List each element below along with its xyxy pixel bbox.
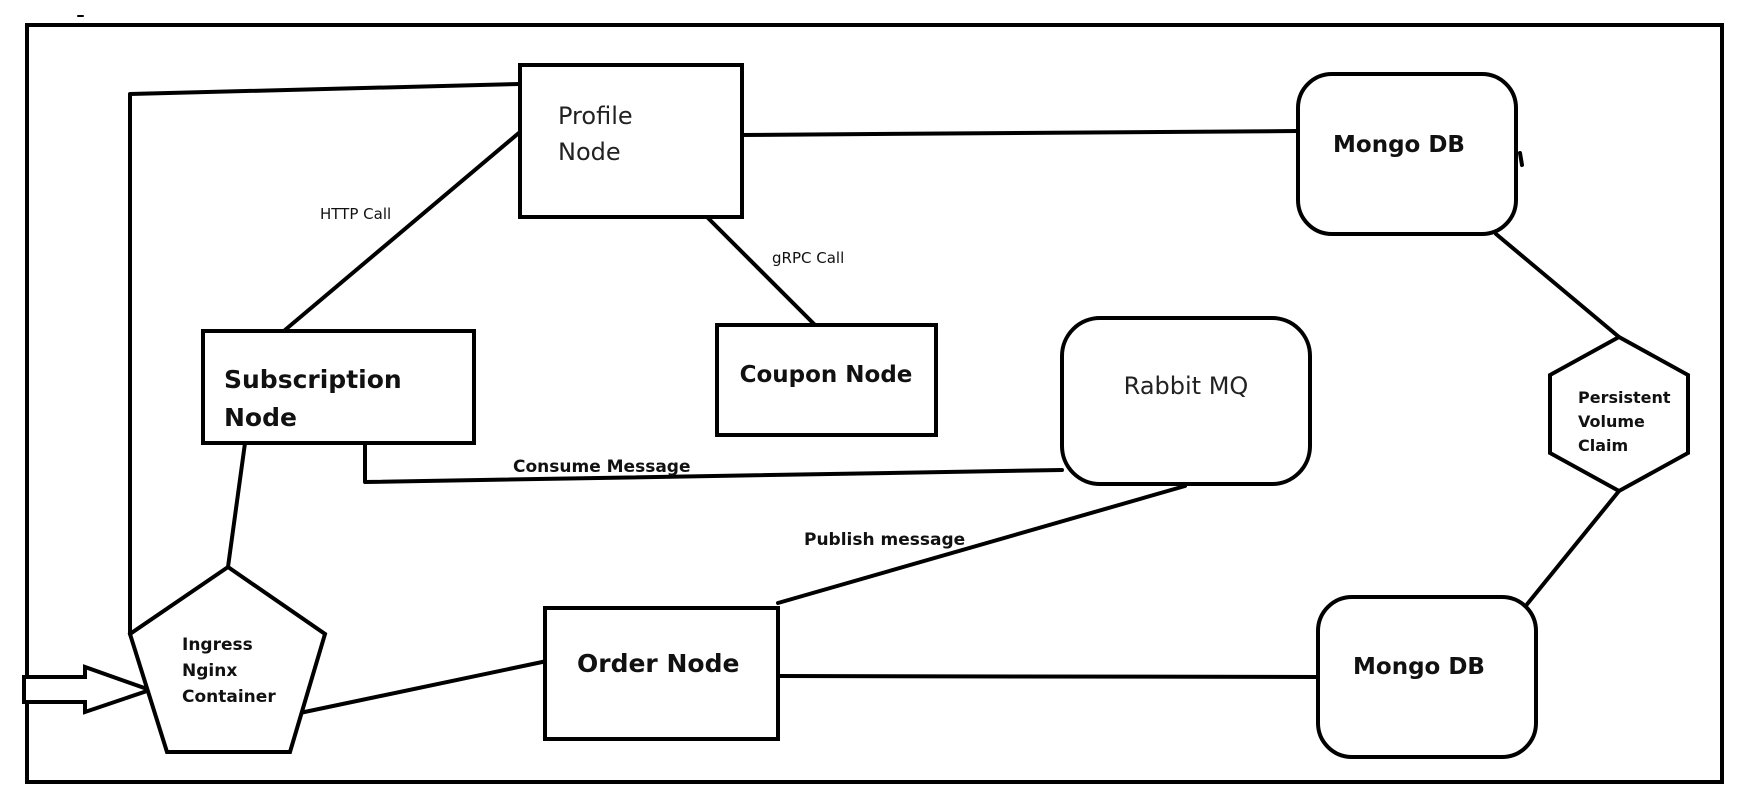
coupon-node-box	[715, 323, 938, 437]
order-node[interactable]: Order Node	[543, 606, 780, 741]
entry-arrow-icon	[22, 664, 157, 715]
ingress-label-line1: Ingress	[182, 635, 253, 655]
subscription-node-label-line1: Subscription	[224, 365, 402, 394]
mongo-db-bottom-node[interactable]: Mongo DB	[1316, 595, 1538, 759]
ingress-label-line2: Nginx	[182, 661, 237, 681]
edge-ingress-profile	[128, 82, 522, 636]
ingress-nginx-pentagon	[127, 564, 328, 754]
mongo-db-top-node-box	[1296, 72, 1518, 236]
persistent-volume-claim-hexagon	[1548, 334, 1690, 494]
coupon-node[interactable]: Coupon Node	[715, 323, 938, 437]
profile-node-label-line2: Node	[558, 138, 621, 166]
subscription-node-label-line2: Node	[224, 403, 297, 432]
pvc-label-line3: Claim	[1578, 436, 1628, 455]
edge-pvc-mongo-bottom	[1522, 489, 1621, 610]
profile-node[interactable]: Profile Node	[518, 63, 744, 219]
ingress-label-line3: Container	[182, 687, 276, 707]
coupon-node-label: Coupon Node	[740, 362, 913, 388]
cluster-boundary	[25, 23, 1724, 784]
edge-subscription-profile-http	[283, 130, 522, 332]
mongo-db-top-node[interactable]: Mongo DB	[1296, 72, 1518, 236]
edge-label-http-call: HTTP Call	[320, 205, 391, 223]
order-node-box	[543, 606, 780, 741]
mongo-db-bottom-node-label: Mongo DB	[1353, 654, 1485, 680]
edge-subscription-ingress	[226, 441, 247, 569]
edge-order-mongo-bottom	[776, 674, 1320, 679]
edge-profile-coupon-grpc	[706, 216, 817, 327]
persistent-volume-claim-node[interactable]: Persistent Volume Claim	[1548, 334, 1690, 494]
edge-subscription-rabbit-consume	[363, 441, 1064, 484]
edge-ingress-order	[293, 659, 549, 716]
edge-label-grpc-call: gRPC Call	[772, 249, 844, 267]
edge-profile-mongo-top	[738, 129, 1300, 137]
connectors	[128, 82, 1621, 716]
mongo-db-top-node-label: Mongo DB	[1333, 132, 1465, 158]
rabbit-mq-node[interactable]: Rabbit MQ	[1060, 316, 1312, 486]
pvc-label-line2: Volume	[1578, 412, 1645, 431]
edge-label-consume-message: Consume Message	[513, 457, 691, 477]
edge-rabbit-order-publish	[776, 484, 1187, 605]
edge-label-publish-message: Publish message	[804, 530, 965, 550]
order-node-label: Order Node	[577, 649, 739, 678]
rabbit-mq-node-label: Rabbit MQ	[1124, 372, 1249, 400]
subscription-node-box	[201, 329, 476, 445]
pvc-label-line1: Persistent	[1578, 388, 1671, 407]
ingress-nginx-node[interactable]: Ingress Nginx Container	[127, 564, 328, 754]
profile-node-box	[518, 63, 744, 219]
mongo-top-tick	[1518, 151, 1524, 167]
subscription-node[interactable]: Subscription Node	[201, 329, 476, 445]
edge-mongo-top-pvc	[1494, 232, 1621, 339]
profile-node-label-line1: Profile	[558, 102, 633, 130]
rabbit-mq-node-box	[1060, 316, 1312, 486]
mongo-db-bottom-node-box	[1316, 595, 1538, 759]
